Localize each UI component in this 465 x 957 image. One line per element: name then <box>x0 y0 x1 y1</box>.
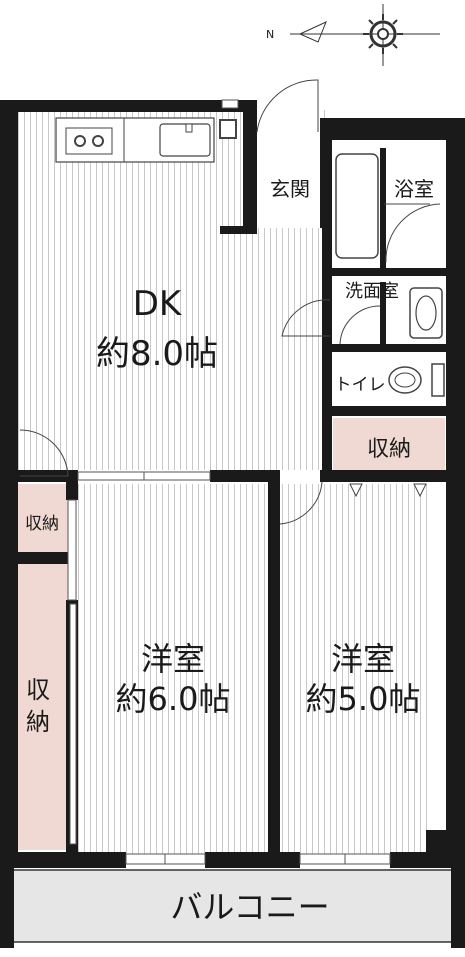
balcony-label: バルコニー <box>170 888 329 926</box>
bathtub-icon <box>335 153 379 259</box>
stove-icon <box>65 127 113 155</box>
genkan-floor <box>256 110 322 228</box>
sink-icon <box>159 123 211 157</box>
genkan-label: 玄関 <box>270 177 310 201</box>
compass-north-label: N <box>266 28 274 41</box>
refrigerator-space-icon <box>219 119 237 139</box>
wash-basin-icon <box>409 287 443 339</box>
compass-rose-icon <box>369 20 397 48</box>
storage-small-left <box>18 484 68 554</box>
storage-small-left-label: 収納 <box>25 514 59 534</box>
toilet-label: トイレ <box>335 375 386 395</box>
balcony-wall-left <box>0 866 14 948</box>
storage-right <box>333 418 445 470</box>
doors <box>19 79 441 525</box>
western-left-floor <box>78 484 268 854</box>
compass: N <box>266 4 440 66</box>
compass-center-icon <box>377 28 389 40</box>
western-right-door-icon <box>279 481 323 525</box>
compass-rays-icon <box>363 14 403 54</box>
dk-size-label: 約8.0帖 <box>96 334 218 374</box>
bath-label: 浴室 <box>394 177 434 201</box>
dk-side-door-icon <box>19 429 69 477</box>
storage-tall-left-label-2: 納 <box>26 708 50 736</box>
entrance-door-icon <box>256 79 319 133</box>
folding-door-icon <box>349 483 427 498</box>
toilet-icon <box>388 366 422 394</box>
burner-icon <box>92 135 104 147</box>
sliding-doors <box>67 99 391 865</box>
burner-icon <box>74 135 86 147</box>
toilet-tank-icon <box>431 363 445 397</box>
storage-right-label: 収納 <box>367 437 411 462</box>
western-right-size-label: 約5.0帖 <box>306 680 421 718</box>
compass-arrow-icon <box>298 21 327 43</box>
washroom-door-icon <box>281 299 331 337</box>
western-left-size-label: 約6.0帖 <box>116 680 231 718</box>
washroom-label: 洗面室 <box>345 281 399 302</box>
balcony-wall-right <box>451 866 465 948</box>
faucet-icon <box>185 123 193 133</box>
storage-tall-left <box>18 564 68 850</box>
western-right-floor <box>278 484 428 854</box>
dk-label: DK <box>133 284 183 324</box>
storage-tall-left-label-1: 収 <box>26 676 50 704</box>
bath-door-icon <box>384 203 441 263</box>
balcony-area <box>11 869 454 943</box>
washroom-inner-door-icon <box>339 305 381 345</box>
western-left-label: 洋室 <box>141 640 205 678</box>
western-right-label: 洋室 <box>331 640 395 678</box>
